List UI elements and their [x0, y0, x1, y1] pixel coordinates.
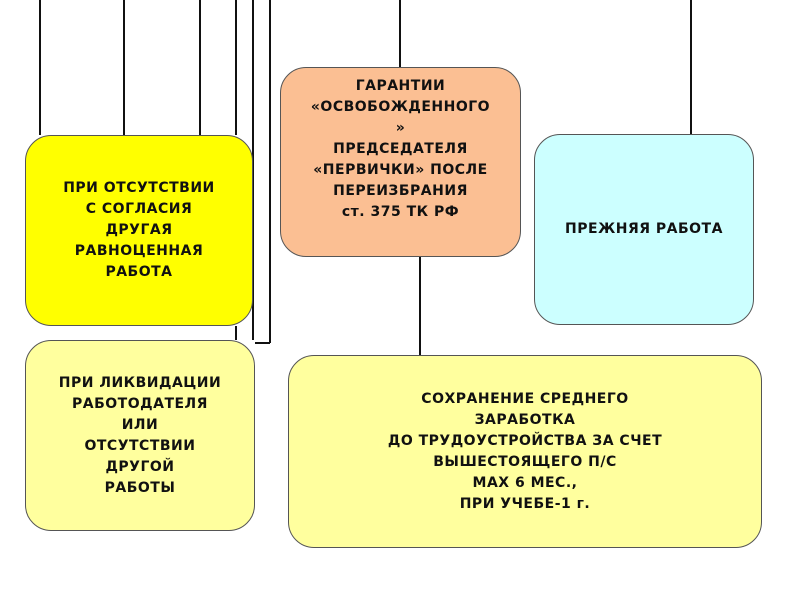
former-job-text: ПРЕЖНЯЯ РАБОТА	[565, 221, 723, 237]
connector-group	[39, 0, 692, 355]
guarantees-box: ГАРАНТИИ «ОСВОБОЖДЕННОГО » ПРЕДСЕДАТЕЛЯ …	[280, 67, 521, 257]
equivalent-work-text: ПРИ ОТСУТСТВИИ С СОГЛАСИЯ ДРУГАЯ РАВНОЦЕ…	[63, 180, 215, 280]
average-wage-box: СОХРАНЕНИЕ СРЕДНЕГО ЗАРАБОТКА ДО ТРУДОУС…	[288, 355, 762, 548]
equivalent-work-box: ПРИ ОТСУТСТВИИ С СОГЛАСИЯ ДРУГАЯ РАВНОЦЕ…	[25, 135, 253, 326]
former-job-box: ПРЕЖНЯЯ РАБОТА	[534, 134, 754, 325]
average-wage-text: СОХРАНЕНИЕ СРЕДНЕГО ЗАРАБОТКА ДО ТРУДОУС…	[387, 390, 663, 512]
liquidation-box: ПРИ ЛИКВИДАЦИИ РАБОТОДАТЕЛЯ ИЛИ ОТСУТСТВ…	[25, 340, 255, 531]
liquidation-text: ПРИ ЛИКВИДАЦИИ РАБОТОДАТЕЛЯ ИЛИ ОТСУТСТВ…	[58, 374, 222, 496]
guarantees-text: ГАРАНТИИ «ОСВОБОЖДЕННОГО » ПРЕДСЕДАТЕЛЯ …	[310, 77, 491, 220]
